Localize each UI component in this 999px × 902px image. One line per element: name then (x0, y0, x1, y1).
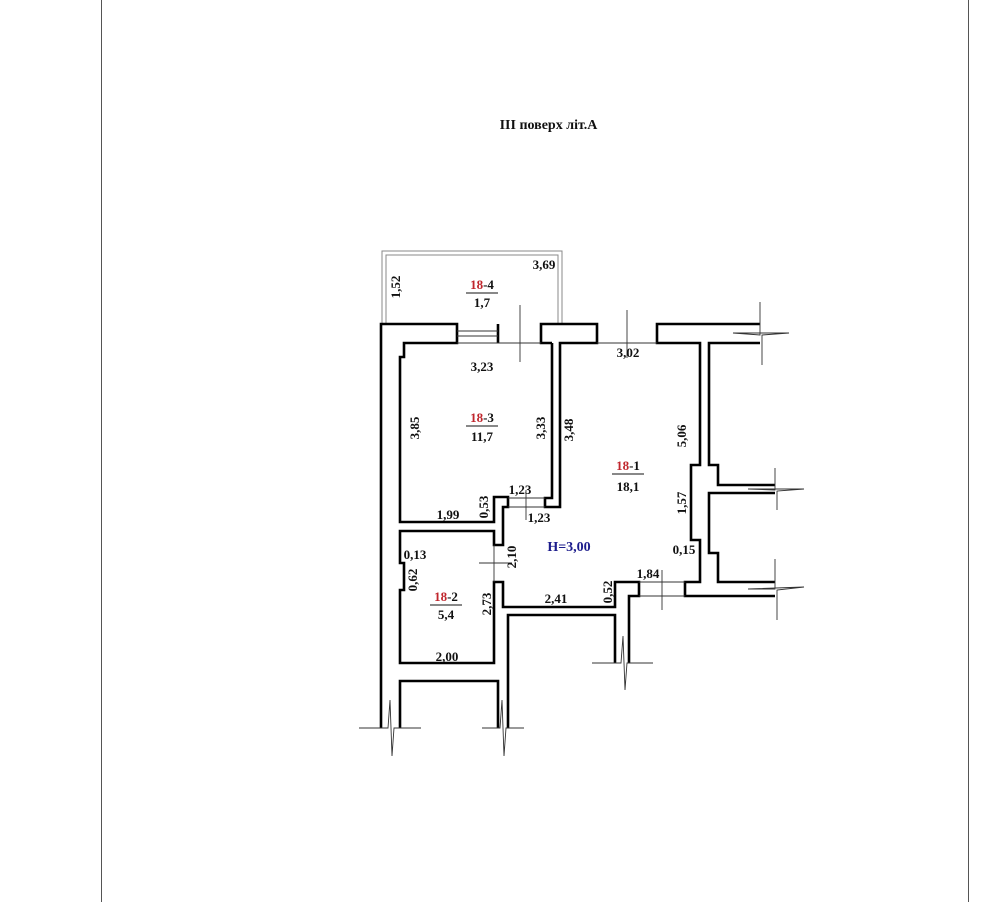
dim-r3-notch: 0,53 (476, 495, 491, 518)
dim-balcony-width: 3,69 (533, 257, 556, 272)
dim-r1-top: 3,02 (617, 345, 640, 360)
dim-r2-bottom: 2,00 (436, 649, 459, 664)
dim-door-top: 1,23 (509, 482, 532, 497)
dim-r3-width: 3,23 (471, 359, 494, 374)
ceiling-height: H=3,00 (547, 540, 590, 555)
room-number: 18 (470, 277, 484, 292)
svg-text:18-4: 18-4 (470, 277, 494, 292)
window (457, 330, 498, 344)
dim-r2-right: 2,73 (479, 592, 494, 615)
dim-r3-left: 3,85 (407, 416, 422, 439)
dim-r3-right: 3,33 (533, 416, 548, 439)
dim-door-bottom: 1,23 (528, 510, 551, 525)
dim-r2-notch-depth: 0,13 (404, 547, 427, 562)
room-label-18-1: 18-1 18,1 (612, 458, 644, 494)
dimension-lines (479, 305, 685, 610)
dim-balcony-depth: 1,52 (388, 276, 403, 299)
room-area: 5,4 (438, 607, 455, 622)
room-suffix: -4 (483, 277, 494, 292)
room-number: 18 (470, 410, 484, 425)
dim-r1-door: 2,10 (504, 546, 519, 569)
svg-text:18-1: 18-1 (616, 458, 640, 473)
dim-r1-right: 5,06 (674, 424, 689, 447)
walls (379, 322, 775, 728)
room-label-18-4: 18-4 1,7 (466, 277, 498, 310)
dim-r1-left: 3,48 (561, 418, 576, 441)
dimension-labels-vertical: 1,52 3,85 3,33 3,48 5,06 0,53 1,57 2,10 … (388, 276, 689, 616)
dim-r3-bottom: 1,99 (437, 507, 460, 522)
room-suffix: -2 (447, 589, 458, 604)
break-marks (359, 302, 805, 757)
room-number: 18 (616, 458, 630, 473)
room-label-18-3: 18-3 11,7 (466, 410, 498, 444)
dim-r1-exit: 1,84 (637, 566, 660, 581)
room-area: 18,1 (617, 479, 640, 494)
floor-title: III поверх літ.А (499, 118, 598, 133)
page-border-right (968, 0, 969, 902)
dim-r1-bottom: 2,41 (545, 591, 568, 606)
page-border-left (101, 0, 102, 902)
room-area: 11,7 (471, 429, 494, 444)
dim-r1-jog: 0,15 (673, 542, 696, 557)
room-suffix: -3 (483, 410, 494, 425)
dim-r2-notch: 0,62 (405, 569, 420, 592)
svg-text:18-2: 18-2 (434, 589, 458, 604)
dim-r1-right-lower: 1,57 (674, 491, 689, 514)
svg-text:18-3: 18-3 (470, 410, 494, 425)
balcony-outline (381, 250, 563, 324)
room-area: 1,7 (474, 295, 491, 310)
room-suffix: -1 (629, 458, 640, 473)
room-number: 18 (434, 589, 448, 604)
dimension-labels: 3,69 3,23 3,02 1,23 1,99 1,23 0,13 0,15 … (404, 257, 696, 664)
dim-r1-bottom-jog: 0,52 (600, 581, 615, 604)
room-label-18-2: 18-2 5,4 (430, 589, 462, 622)
